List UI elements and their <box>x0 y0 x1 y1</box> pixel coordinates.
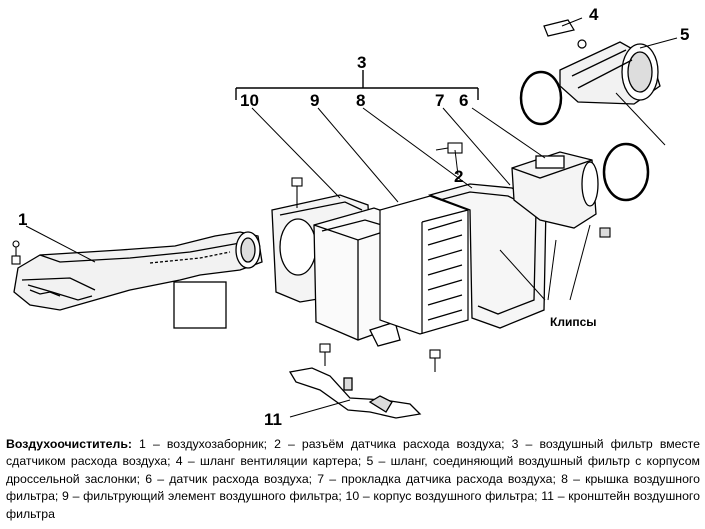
connector-drawing <box>435 142 463 154</box>
hose-clamp-right <box>602 142 650 202</box>
callout-9: 9 <box>310 91 319 110</box>
callout-4: 4 <box>589 5 599 24</box>
callout-10: 10 <box>240 91 259 110</box>
callout-5: 5 <box>680 25 689 44</box>
callout-11: 11 <box>264 410 282 429</box>
clips-label: Клипсы <box>550 315 597 329</box>
air-intake-duct-drawing <box>13 231 263 329</box>
callout-3: 3 <box>357 53 366 72</box>
clip-fastener-left <box>11 240 21 265</box>
air-cleaner-exploded-diagram: 1 2 3 4 5 6 7 8 9 10 11 Клипсы <box>11 5 689 429</box>
callout-2: 2 <box>454 167 463 186</box>
bolt-bracket-left <box>319 343 331 366</box>
caption-text: 1 – воздухозаборник; 2 – разъём датчика … <box>6 437 700 521</box>
air-flow-meter-drawing <box>511 151 599 229</box>
nut-small <box>599 227 611 238</box>
callout-8: 8 <box>356 91 365 110</box>
callout-6: 6 <box>459 91 468 110</box>
hose-clamp-top <box>519 70 563 126</box>
callout-7: 7 <box>435 91 444 110</box>
leader-lines <box>25 17 678 418</box>
figure-caption: Воздухоочиститель: 1 – воздухозаборник; … <box>6 436 700 523</box>
connecting-hose-drawing <box>559 41 661 105</box>
callout-1: 1 <box>18 210 27 229</box>
bracket-drawing <box>288 367 422 419</box>
caption-title: Воздухоочиститель: <box>6 437 132 451</box>
bolt-bottom-cover <box>429 349 441 372</box>
bolt-top-housing <box>291 177 303 208</box>
callout-bracket-3 <box>235 70 479 100</box>
breather-hose-drawing <box>543 19 587 49</box>
filter-element-drawing <box>379 195 469 335</box>
